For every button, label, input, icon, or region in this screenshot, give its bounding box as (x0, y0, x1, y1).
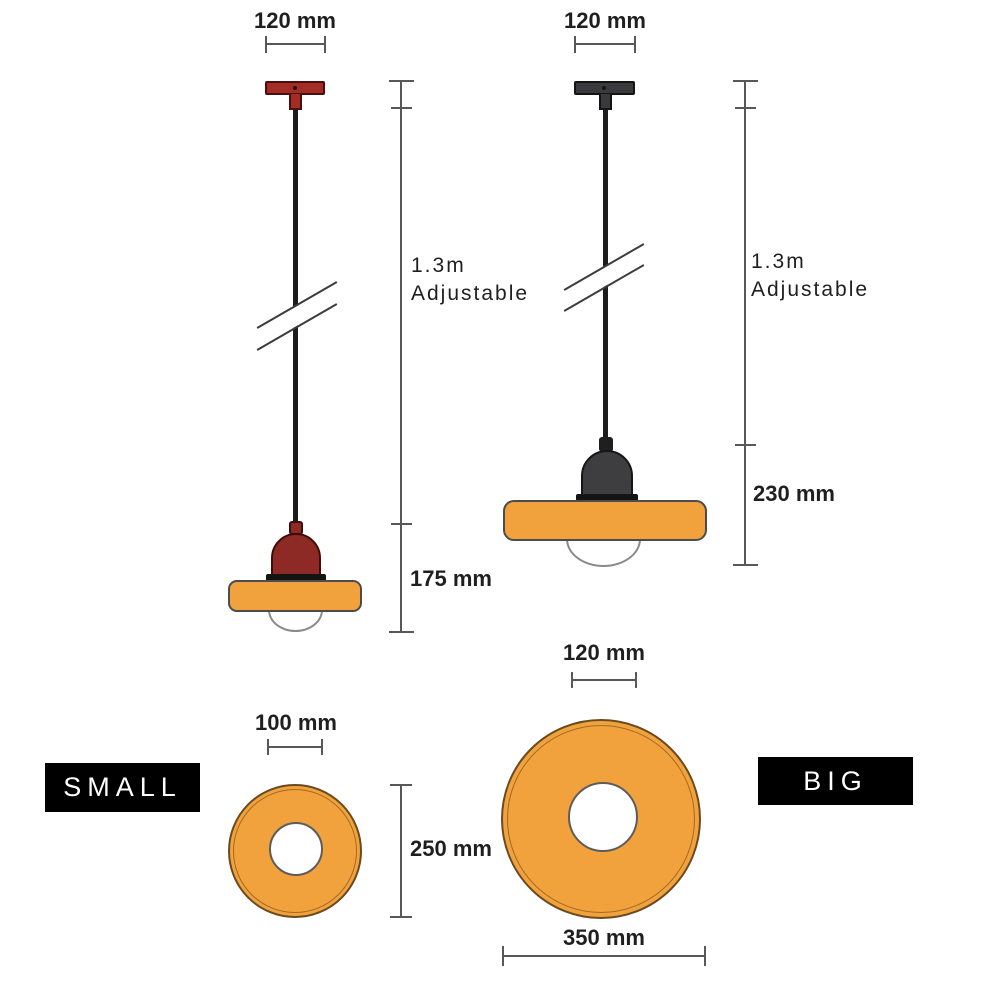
small-canopy-width-dimension-line (266, 43, 325, 45)
small-size-badge: SMALL (45, 763, 200, 812)
small-fixture-height-label: 175 mm (410, 566, 492, 591)
dimension-tick (735, 444, 756, 446)
dimension-tick (635, 672, 637, 688)
dimension-tick (634, 36, 636, 53)
big-outer-diameter-label: 350 mm (563, 925, 645, 950)
dimension-tick (574, 36, 576, 53)
big-shade-center-hole (568, 782, 638, 852)
small-shade-center-hole (269, 822, 323, 876)
small-shade-top-view (228, 784, 362, 918)
shade-inner-ring (233, 789, 357, 913)
small-socket-base (266, 574, 326, 581)
small-hole-dimension-line (268, 746, 323, 748)
small-hole-diameter-label: 100 mm (255, 710, 337, 735)
big-size-badge: BIG (758, 757, 913, 805)
dimension-tick (390, 784, 412, 786)
big-fixture-height-label: 230 mm (753, 481, 835, 506)
dimension-tick (389, 80, 414, 82)
big-lamp-socket (581, 450, 633, 498)
big-socket-base (576, 494, 638, 501)
big-hole-diameter-label: 120 mm (563, 640, 645, 665)
big-cord-grip (599, 437, 613, 452)
dimension-tick (389, 631, 414, 633)
big-canopy-width-label: 120 mm (564, 8, 646, 33)
dimension-tick (391, 523, 412, 525)
small-canopy-stem (289, 94, 302, 110)
cord-length-value: 1.3m (411, 254, 466, 277)
dimension-tick (267, 739, 269, 755)
dimension-tick (502, 946, 504, 966)
big-cord-length-label: 1.3m Adjustable (751, 248, 869, 304)
big-height-dimension-line (744, 81, 746, 566)
big-disc-shade (503, 500, 707, 541)
big-canopy-width-dimension-line (575, 43, 635, 45)
dimension-tick (324, 36, 326, 53)
dimension-tick (265, 36, 267, 53)
small-outer-diameter-dimension-line (400, 785, 402, 918)
dimension-tick (735, 107, 756, 109)
big-bulb (566, 539, 641, 567)
big-hole-dimension-line (572, 679, 637, 681)
big-canopy-stem (599, 94, 612, 110)
dimension-tick (704, 946, 706, 966)
shade-inner-ring (507, 725, 695, 913)
small-disc-shade (228, 580, 362, 612)
cord-length-value: 1.3m (751, 250, 806, 273)
dimension-tick (733, 80, 758, 82)
canopy-screw-dot (602, 86, 606, 90)
small-outer-diameter-label: 250 mm (410, 836, 492, 861)
small-bulb (268, 610, 323, 632)
big-outer-diameter-dimension-line (503, 955, 706, 957)
canopy-screw-dot (293, 86, 297, 90)
small-cord-length-label: 1.3m Adjustable (411, 252, 529, 308)
small-lamp-socket (271, 533, 321, 579)
small-height-dimension-line (400, 81, 402, 632)
cord-adjustable-note: Adjustable (751, 278, 870, 301)
cord-adjustable-note: Adjustable (411, 282, 530, 305)
dimension-tick (390, 916, 412, 918)
small-canopy-width-label: 120 mm (254, 8, 336, 33)
dimension-tick (321, 739, 323, 755)
dimension-tick (733, 564, 758, 566)
dimension-tick (391, 107, 412, 109)
dimension-tick (571, 672, 573, 688)
